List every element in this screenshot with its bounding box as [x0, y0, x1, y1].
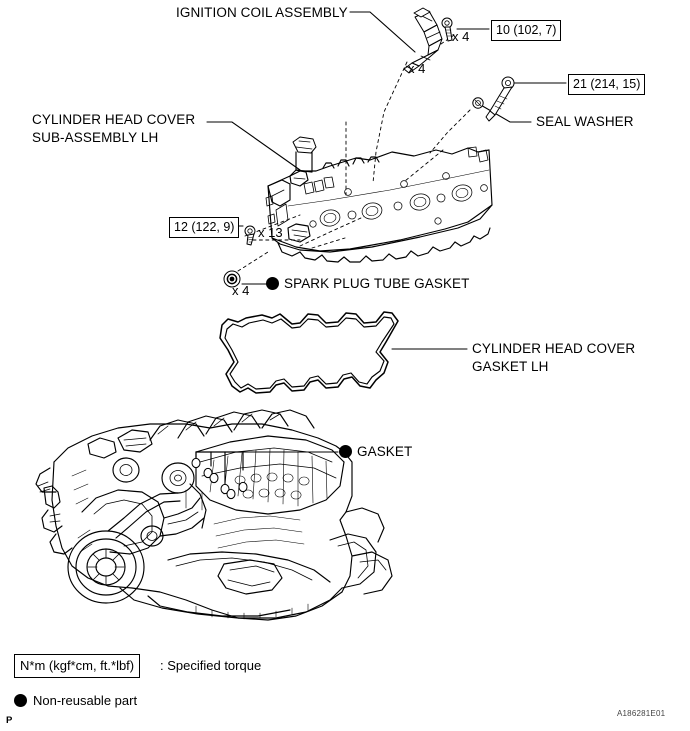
valve-cover-ribs — [209, 448, 328, 507]
cylinder-head-cover-gasket-part — [219, 311, 399, 394]
qty-cover-bolt: x 13 — [258, 225, 283, 240]
label-spark-plug-tube-gasket: SPARK PLUG TUBE GASKET — [284, 276, 470, 291]
spark-plug-tube-gasket-part — [223, 270, 241, 288]
gasket-callout-bracket — [191, 451, 248, 500]
oil-pan-bolts — [195, 603, 309, 620]
leader-lines — [206, 11, 567, 453]
crankshaft-pulley — [67, 530, 145, 604]
torque-spec-ignition-coil-bolt: 10 (102, 7) — [491, 20, 562, 41]
label-cylinder-head-cover-gasket-line2: GASKET LH — [472, 359, 549, 374]
qty-ignition-coil: x 4 — [408, 61, 426, 76]
legend-non-reusable-description: Non-reusable part — [33, 693, 138, 708]
engine-assembly-illustration — [35, 409, 393, 621]
intake-manifold-runners — [149, 409, 315, 441]
label-cylinder-head-cover-gasket-line1: CYLINDER HEAD COVER — [472, 341, 636, 356]
qty-spark-plug-tube-gasket: x 4 — [232, 283, 250, 298]
seal-washer-part — [472, 97, 484, 109]
torque-spec-cover-bolt: 12 (122, 9) — [169, 217, 240, 238]
legend-torque-unit-box: N*m (kgf*cm, ft.*lbf) — [14, 654, 141, 678]
spark-plug-part — [485, 76, 515, 122]
ignition-coil-part — [403, 7, 443, 74]
cover-bolt-part — [244, 225, 256, 246]
non-reusable-dot-gasket — [339, 445, 352, 458]
spark-plug-tube-holes — [319, 184, 473, 227]
label-ignition-coil-assembly: IGNITION COIL ASSEMBLY — [176, 5, 348, 20]
qty-ignition-coil-bolt: x 4 — [452, 29, 470, 44]
legend-non-reusable-dot — [14, 694, 27, 707]
non-reusable-dot-spark-plug-tube-gasket — [266, 277, 279, 290]
label-seal-washer: SEAL WASHER — [536, 114, 634, 129]
engine-surface-detail — [71, 469, 305, 553]
cylinder-head-cover-part — [265, 121, 493, 263]
torque-spec-spark-plug: 21 (214, 15) — [568, 74, 646, 95]
drawing-code: A186281E01 — [617, 709, 666, 718]
ignition-coil-bolt-part — [441, 17, 453, 42]
legend-torque-description: : Specified torque — [160, 658, 262, 673]
page-marker: P — [6, 715, 13, 726]
cover-bolt-bosses — [309, 172, 488, 228]
label-gasket: GASKET — [357, 444, 413, 459]
label-cylinder-head-cover-sub-assembly-line2: SUB-ASSEMBLY LH — [32, 130, 159, 145]
label-cylinder-head-cover-sub-assembly-line1: CYLINDER HEAD COVER — [32, 112, 196, 127]
